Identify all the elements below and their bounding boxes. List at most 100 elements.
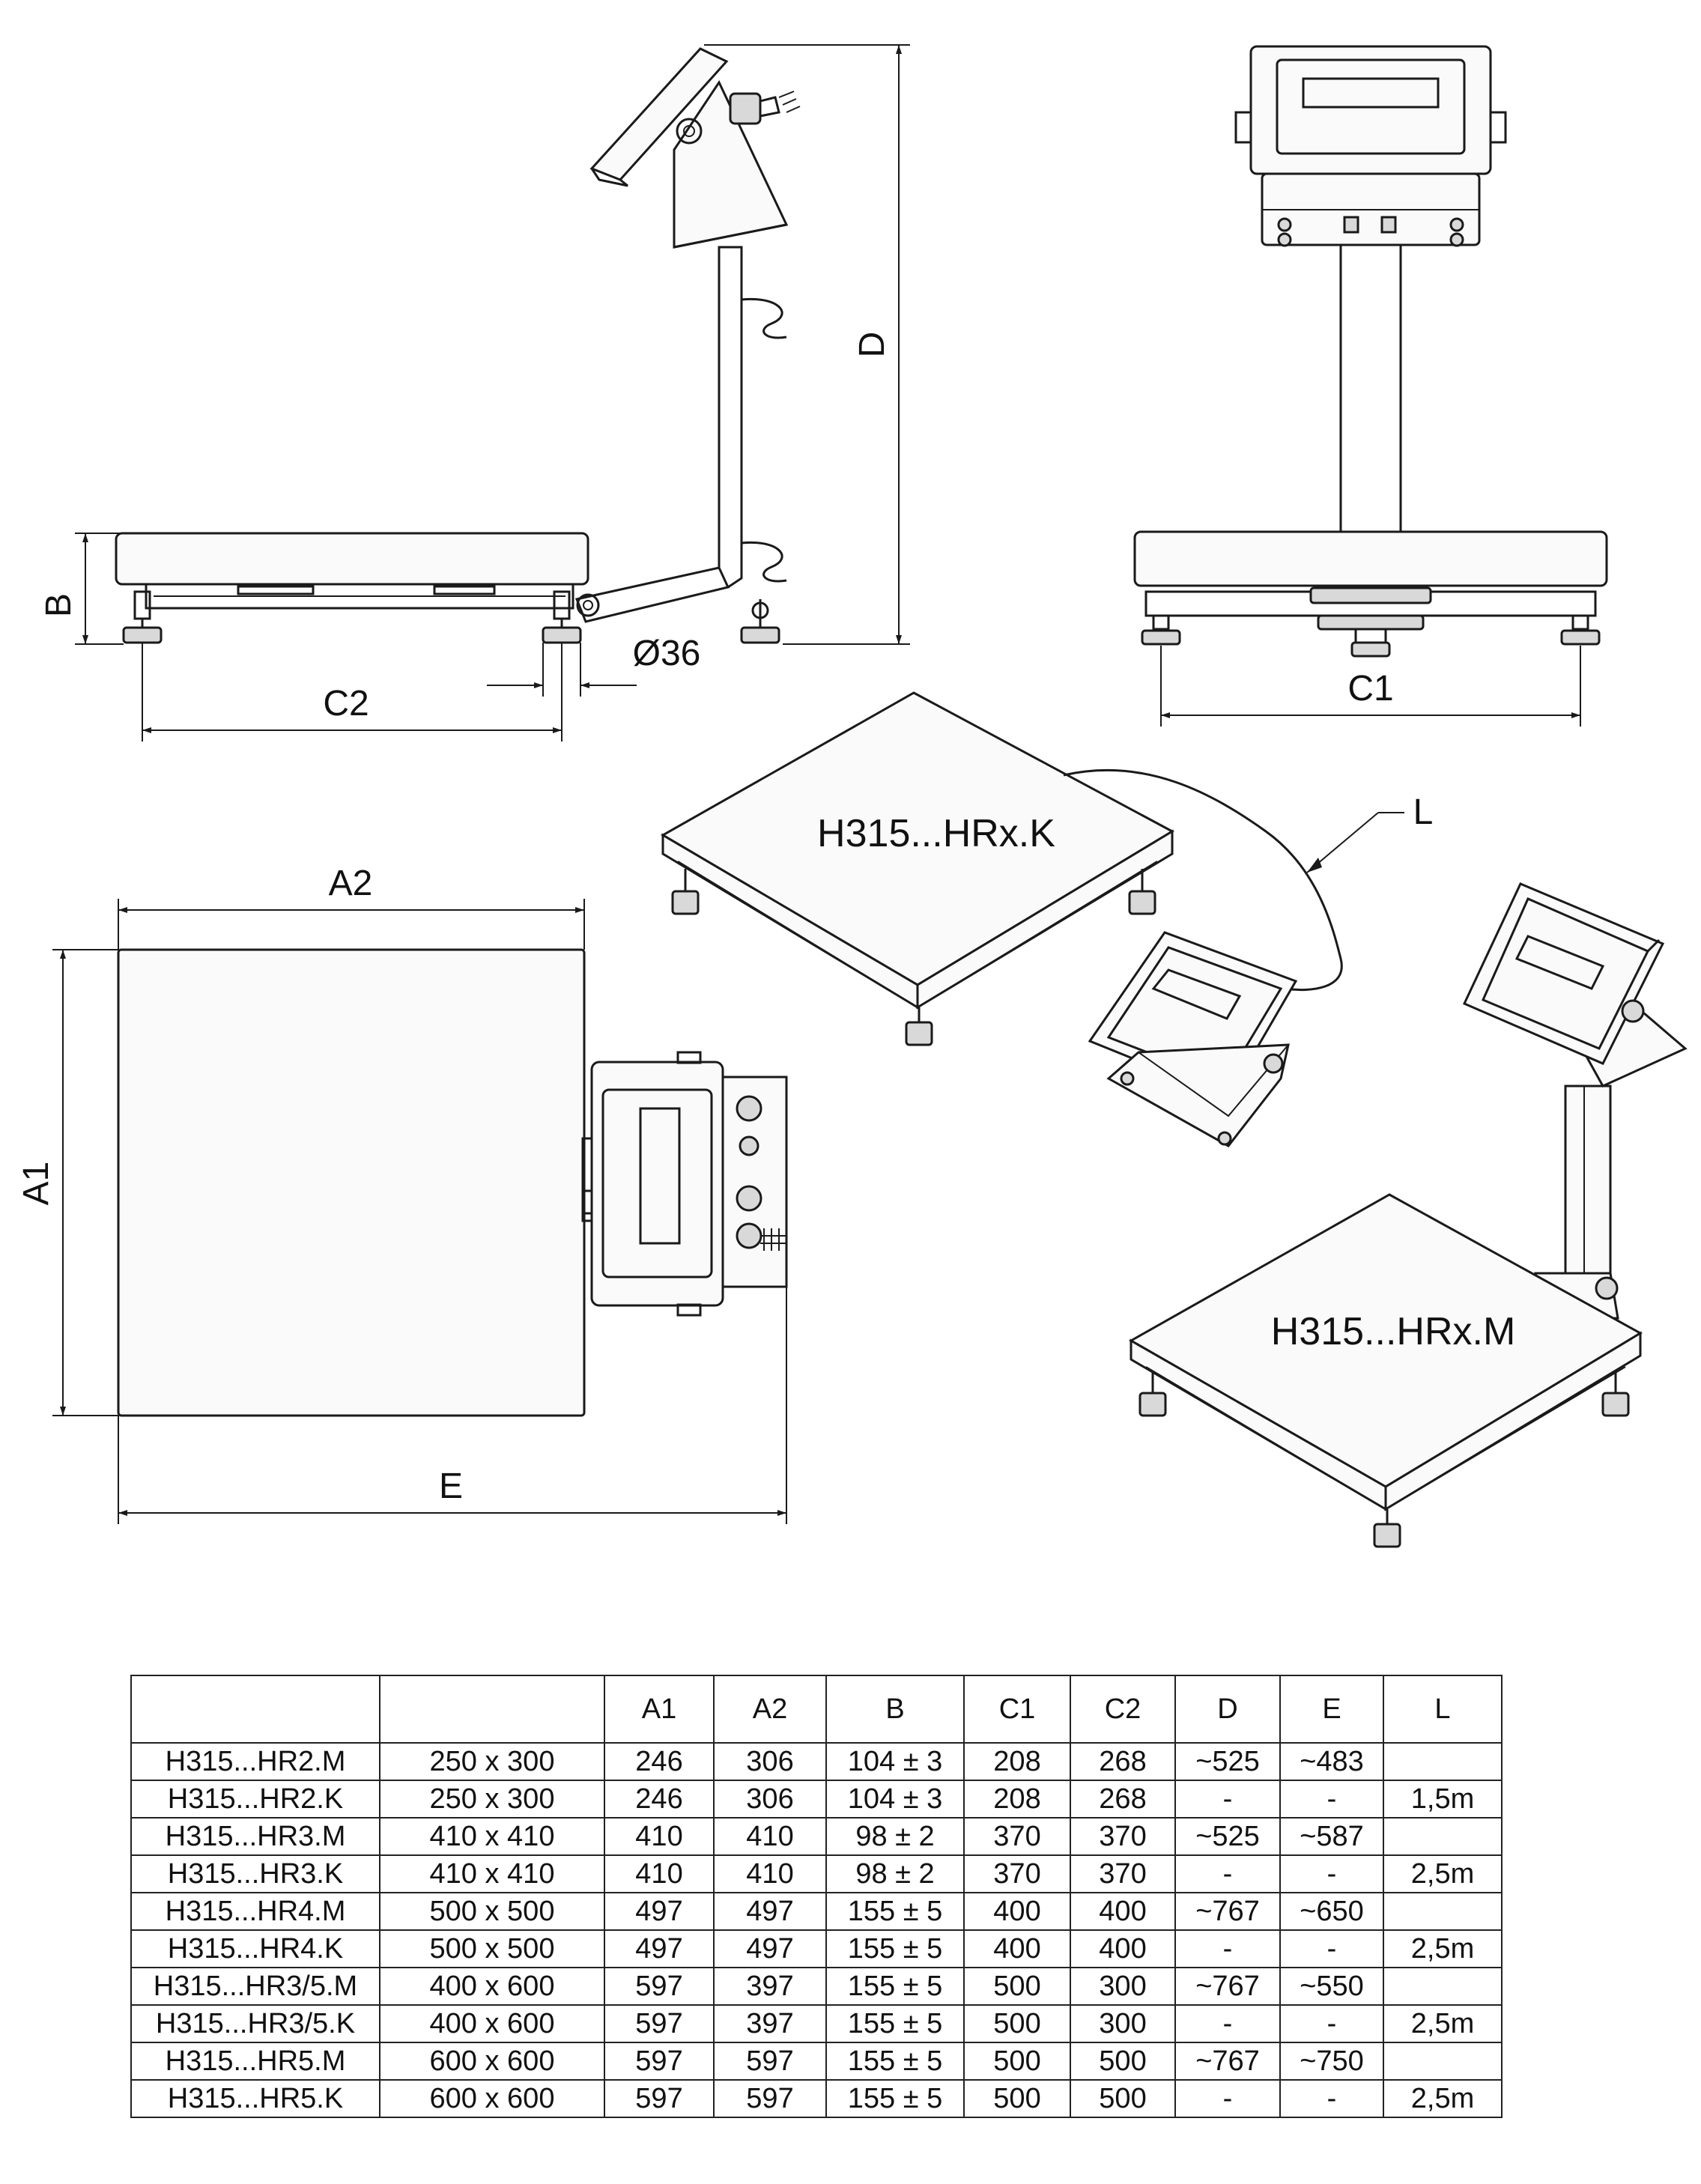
dim-label-l: L [1413, 792, 1434, 832]
table-cell: 250 x 300 [379, 1780, 605, 1819]
table-cell: 410 x 410 [379, 1854, 605, 1893]
cable-length-callout: L [1306, 792, 1434, 873]
table-cell: 104 ± 3 [825, 1742, 965, 1781]
table-cell: 208 [963, 1780, 1071, 1819]
table-cell: ~587 [1279, 1817, 1384, 1856]
table-cell [1383, 1817, 1503, 1856]
dim-label-c2: C2 [323, 684, 369, 724]
table-cell: 410 [604, 1854, 715, 1893]
table-cell: H315...HR3/5.M [130, 1967, 380, 2006]
table-cell: 155 ± 5 [825, 2079, 965, 2118]
table-cell: 397 [713, 1967, 827, 2006]
dim-label-a1: A1 [16, 1162, 56, 1206]
table-cell: ~750 [1279, 2042, 1384, 2081]
table-cell: 500 [1070, 2042, 1176, 2081]
dim-label-e: E [439, 1466, 463, 1506]
table-header: B [825, 1675, 965, 1744]
table-header-row: A1 A2 B C1 C2 D E L [130, 1675, 1503, 1744]
table-cell: 300 [1070, 2004, 1176, 2043]
table-cell: 400 [1070, 1892, 1176, 1931]
table-cell: 600 x 600 [379, 2042, 605, 2081]
table-cell: 597 [604, 2079, 715, 2118]
table-cell: - [1174, 1854, 1281, 1893]
table-cell: ~767 [1174, 2042, 1281, 2081]
table-cell: 597 [604, 1967, 715, 2006]
table-cell: 400 [963, 1929, 1071, 1968]
table-cell: - [1174, 1780, 1281, 1819]
table-cell [1383, 1892, 1503, 1931]
table-cell: H315...HR4.K [130, 1929, 380, 1968]
dim-label-c1: C1 [1347, 669, 1393, 709]
table-cell: 400 [1070, 1929, 1176, 1968]
table-header: C1 [963, 1675, 1071, 1744]
table-cell: 155 ± 5 [825, 2004, 965, 2043]
front-view [1133, 45, 1608, 658]
table-cell: - [1279, 2079, 1384, 2118]
table-cell: 370 [1070, 1817, 1176, 1856]
dim-label-d: D [852, 332, 892, 358]
table-cell: 300 [1070, 1967, 1176, 2006]
table-cell: H315...HR3.K [130, 1854, 380, 1893]
isometric-m-variant: H315...HRx.M [1128, 882, 1688, 1548]
table-cell: 370 [963, 1854, 1071, 1893]
table-cell: 497 [713, 1892, 827, 1931]
table-cell: H315...HR2.M [130, 1742, 380, 1781]
table-cell: 155 ± 5 [825, 1929, 965, 1968]
table-cell: H315...HR3.M [130, 1817, 380, 1856]
table-cell: 500 x 500 [379, 1929, 605, 1968]
table-cell: ~483 [1279, 1742, 1384, 1781]
table-cell: - [1279, 1854, 1384, 1893]
table-cell: 600 x 600 [379, 2079, 605, 2118]
table-cell: 400 x 600 [379, 2004, 605, 2043]
table-cell: 370 [963, 1817, 1071, 1856]
table-cell: 397 [713, 2004, 827, 2043]
front-view-dimensions: C1 [1160, 646, 1581, 727]
table-cell: 268 [1070, 1780, 1176, 1819]
table-cell: 497 [713, 1929, 827, 1968]
dim-label-diameter: Ø36 [633, 634, 701, 673]
table-cell: 246 [604, 1780, 715, 1819]
table-cell [1383, 1967, 1503, 2006]
table-cell: 410 x 410 [379, 1817, 605, 1856]
table-cell: 500 [963, 2042, 1071, 2081]
table-cell: H315...HR2.K [130, 1780, 380, 1819]
table-cell: 2,5m [1383, 1929, 1503, 1968]
table-cell: 155 ± 5 [825, 1892, 965, 1931]
table-cell: 104 ± 3 [825, 1780, 965, 1819]
table-cell: H315...HR5.K [130, 2079, 380, 2118]
table-header: L [1383, 1675, 1503, 1744]
table-header: A2 [713, 1675, 827, 1744]
table-cell: 98 ± 2 [825, 1854, 965, 1893]
table-cell: 2,5m [1383, 2079, 1503, 2118]
top-view-dimensions: A2 A1 E [16, 864, 787, 1524]
table-cell [1383, 2042, 1503, 2081]
table-cell: ~550 [1279, 1967, 1384, 2006]
table-cell: 208 [963, 1742, 1071, 1781]
model-label-k: H315...HRx.K [817, 812, 1055, 855]
top-view [117, 948, 788, 1417]
table-cell: ~767 [1174, 1892, 1281, 1931]
table-cell: 250 x 300 [379, 1742, 605, 1781]
table-cell: ~767 [1174, 1967, 1281, 2006]
table-header: C2 [1070, 1675, 1176, 1744]
table-cell: 410 [604, 1817, 715, 1856]
model-label-m: H315...HRx.M [1271, 1310, 1516, 1353]
table-cell: - [1279, 1929, 1384, 1968]
table-cell: 500 [1070, 2079, 1176, 2118]
side-view-dimensions: B D C2 Ø36 [39, 44, 910, 741]
table-cell: 597 [713, 2042, 827, 2081]
table-cell: 500 x 500 [379, 1892, 605, 1931]
side-view [115, 47, 801, 644]
table-cell: H315...HR3/5.K [130, 2004, 380, 2043]
table-cell: - [1174, 2079, 1281, 2118]
